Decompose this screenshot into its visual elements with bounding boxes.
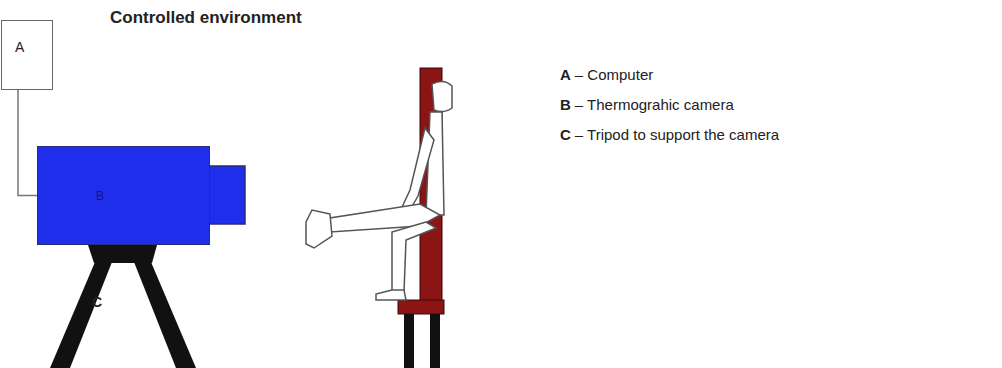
tripod-head: [88, 245, 157, 263]
chair-leg: [404, 314, 414, 368]
tripod-leg: [134, 262, 196, 368]
legend-letter: C: [560, 126, 571, 143]
cable-line: [18, 90, 37, 196]
diagram-title: Controlled environment: [110, 8, 302, 28]
node-text: B: [96, 189, 104, 203]
tripod-leg: [50, 262, 112, 368]
camera-body: B: [37, 146, 210, 245]
foot: [376, 290, 406, 300]
chair-leg: [430, 314, 440, 368]
legend-description: – Tripod to support the camera: [575, 126, 779, 143]
torso: [426, 112, 444, 215]
part-letter: C: [92, 294, 102, 310]
camera-lens: [209, 166, 245, 224]
legend-description: – Thermograhic camera: [575, 96, 734, 113]
node-text: A: [15, 39, 24, 55]
legend-letter: B: [560, 96, 571, 113]
legend-description: – Computer: [575, 66, 653, 83]
computer-box: A: [1, 20, 53, 90]
head: [432, 81, 452, 111]
legend-letter: A: [560, 66, 571, 83]
seated-person: [306, 81, 452, 300]
foot: [306, 210, 332, 248]
chair-seat: [398, 300, 444, 314]
lower-leg: [392, 222, 436, 292]
